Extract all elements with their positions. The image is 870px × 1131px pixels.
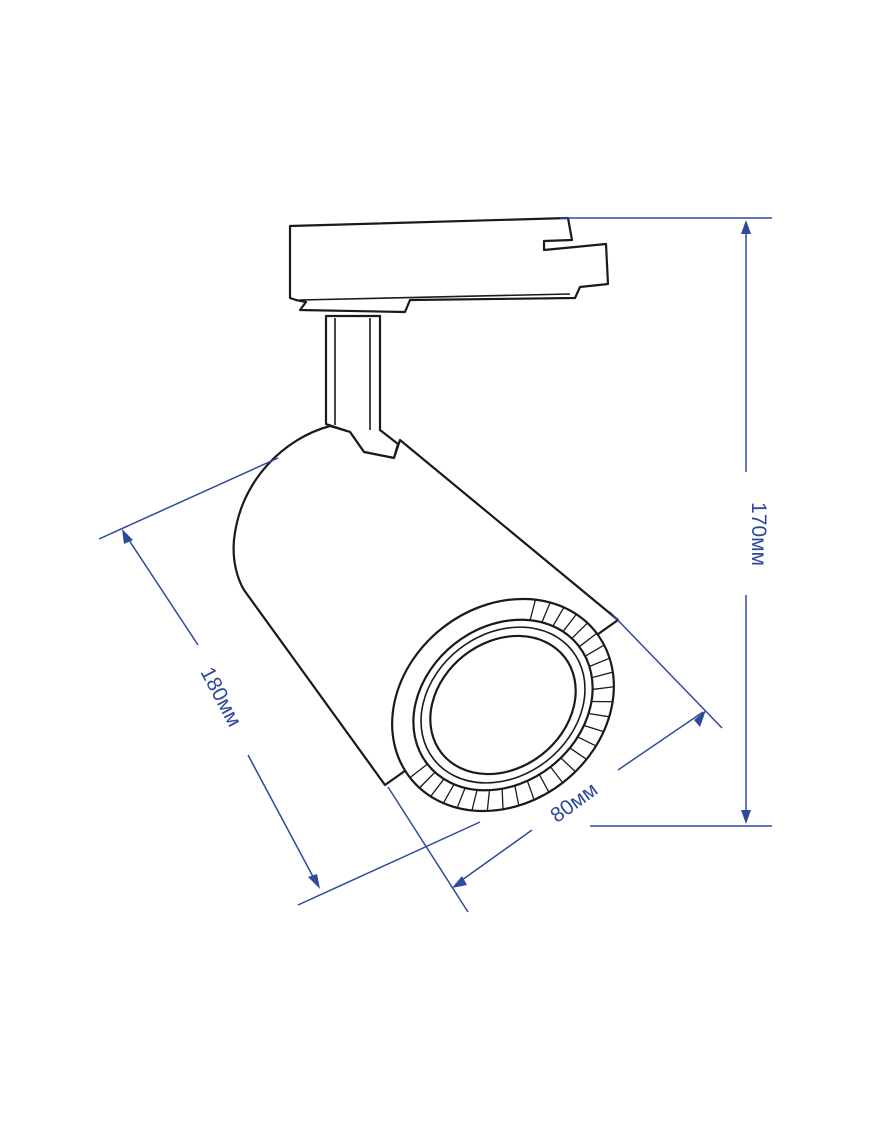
fin-line xyxy=(501,788,504,810)
fin-line xyxy=(560,757,576,773)
heat-sink-fins xyxy=(409,599,614,811)
fin-line xyxy=(409,763,428,779)
fin-line xyxy=(442,783,455,804)
fin-line xyxy=(591,700,613,703)
fin-line xyxy=(430,778,445,797)
fin-line xyxy=(529,599,537,621)
fin-line xyxy=(569,747,587,760)
fin-line xyxy=(456,787,466,809)
fin-line xyxy=(591,671,613,679)
fin-line xyxy=(514,785,520,806)
dimension-height: 170мм xyxy=(560,217,772,827)
fin-line xyxy=(578,632,598,648)
track-adapter xyxy=(288,216,610,314)
fin-line xyxy=(419,771,436,789)
fin-line xyxy=(583,724,604,733)
fin-line xyxy=(562,613,577,632)
fin-line xyxy=(471,789,478,811)
fin-line xyxy=(550,766,564,784)
dimension-height-label: 170мм xyxy=(747,502,770,566)
fin-line xyxy=(486,790,491,811)
lamp-front xyxy=(391,597,615,813)
fin-line xyxy=(589,657,610,668)
fin-line xyxy=(526,780,535,801)
fin-line xyxy=(541,602,551,623)
fin-line xyxy=(571,622,588,639)
fin-line xyxy=(577,736,597,747)
dimension-length-label: 180мм xyxy=(196,663,246,730)
fin-line xyxy=(592,686,614,691)
fin-line xyxy=(538,774,550,793)
fin-line xyxy=(584,644,605,657)
fin-line xyxy=(552,607,565,627)
fin-line xyxy=(588,712,610,718)
